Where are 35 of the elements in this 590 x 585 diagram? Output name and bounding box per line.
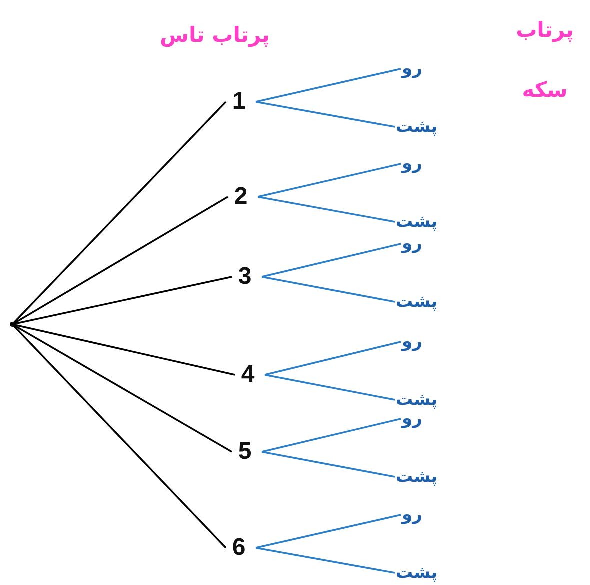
branch-line: [12, 324, 236, 376]
coin-outcome: پشت: [396, 464, 438, 490]
die-outcome: 4: [235, 360, 261, 390]
branch-line: [12, 101, 227, 326]
branch-line: [256, 514, 402, 549]
coin-outcome: پشت: [396, 560, 438, 585]
branch-line: [12, 324, 232, 453]
coin-outcome: رو: [402, 56, 422, 82]
coin-outcome: رو: [402, 329, 422, 355]
coin-outcome: پشت: [396, 114, 438, 140]
die-outcome: 1: [226, 87, 252, 117]
branch-line: [12, 196, 228, 326]
coin-outcome: رو: [402, 502, 422, 528]
die-outcome: 6: [226, 533, 252, 563]
branch-line: [262, 276, 396, 303]
branch-line: [258, 196, 396, 223]
branch-line: [256, 547, 396, 574]
branch-line: [12, 276, 232, 326]
branch-line: [258, 163, 402, 198]
branch-line: [256, 68, 402, 103]
branch-point: [10, 322, 15, 327]
branch-line: [262, 451, 396, 478]
branch-line: [262, 243, 402, 278]
die-outcome: 3: [232, 262, 258, 292]
branch-line: [12, 324, 227, 549]
die-outcome: 5: [232, 437, 258, 467]
branch-line: [264, 341, 402, 376]
column-heading: پرتاب سکه: [515, 17, 575, 104]
die-outcome: 2: [228, 182, 254, 212]
coin-outcome: پشت: [396, 289, 438, 315]
column-heading: پرتاب تاس: [159, 22, 271, 50]
branch-line: [262, 418, 402, 453]
branch-line: [256, 101, 396, 128]
coin-outcome: رو: [402, 151, 422, 177]
branch-line: [264, 374, 396, 401]
